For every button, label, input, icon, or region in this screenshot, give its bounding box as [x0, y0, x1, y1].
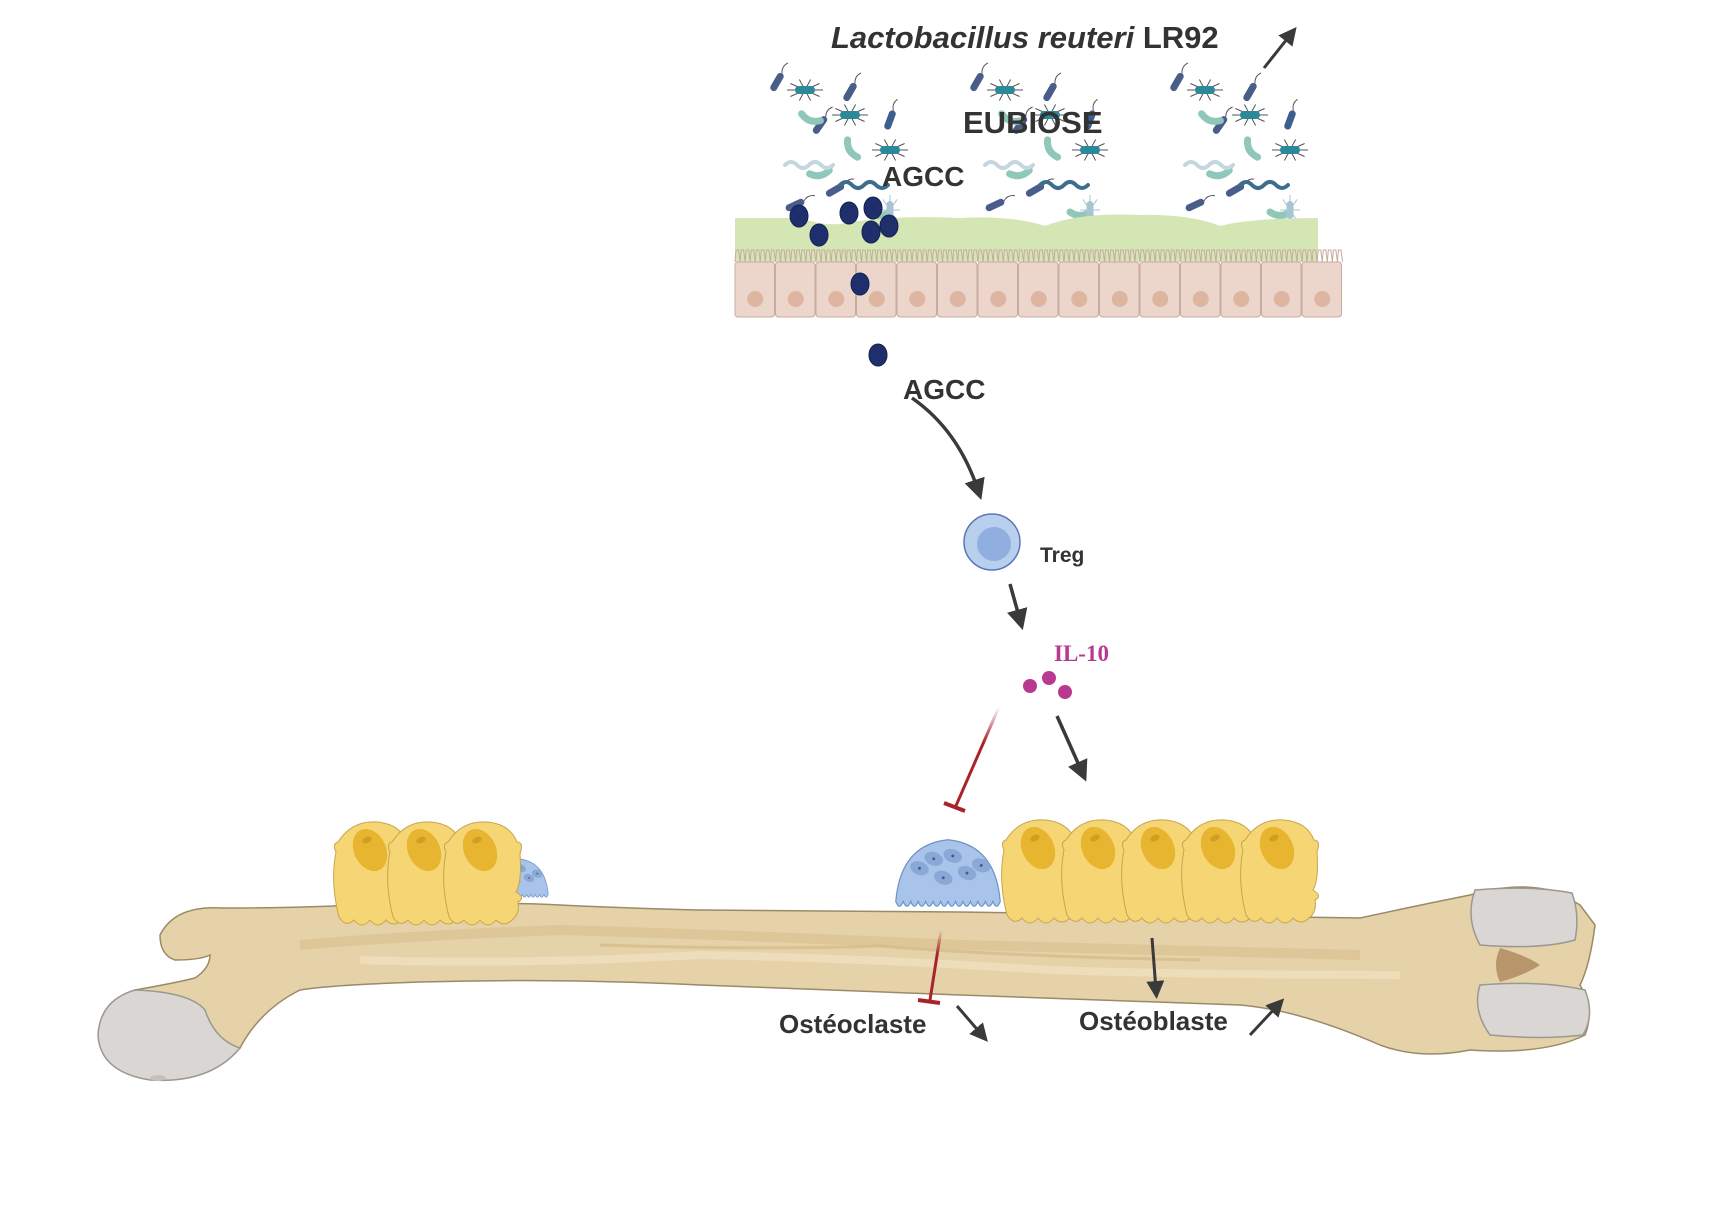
bacterium-spirillum-icon — [1183, 160, 1235, 170]
bacterium-rod-icon — [1284, 98, 1298, 130]
agcc-molecule — [789, 204, 809, 228]
arrow-osteoblast-increase — [1248, 998, 1285, 1037]
bacterium-curved-icon — [1244, 136, 1262, 161]
bacterium-spirillum-icon — [1038, 180, 1090, 190]
epithelial-cell — [1261, 249, 1303, 318]
bone-surface-cells — [333, 819, 1319, 926]
bacterium-flagellated-icon — [787, 79, 823, 101]
osteoblast-cell-icon — [1181, 819, 1260, 924]
arrow-osteoclast-decrease — [955, 1005, 988, 1042]
inhibition-osteoclast-marker — [917, 929, 943, 1005]
bacterium-rod-icon — [843, 72, 862, 102]
bacterium-rod-icon — [1084, 98, 1098, 130]
epithelial-cell — [1058, 249, 1100, 318]
bacterium-flagellated-icon — [987, 79, 1023, 101]
bacterium-flagellated-icon — [1187, 79, 1223, 101]
agcc-molecule-circulating — [868, 343, 888, 367]
arrow-il10-to-osteoblast — [1055, 715, 1088, 782]
bacterium-rod-icon — [785, 195, 816, 212]
osteoblast-cell-icon — [443, 821, 522, 926]
bacterium-flagellated-icon — [1072, 139, 1108, 161]
bacterium-curved-icon — [806, 166, 833, 180]
epithelial-cell — [977, 249, 1019, 318]
bacterium-spirillum-icon — [783, 160, 835, 170]
bacterium-rod-icon — [825, 178, 855, 197]
title-label: Lactobacillus reuteri LR92 — [831, 22, 1219, 53]
agcc-molecule — [879, 214, 899, 238]
treg-label: Treg — [1040, 544, 1085, 567]
osteoblast-cell-icon — [1240, 819, 1319, 924]
bacterium-spirillum-icon — [838, 180, 890, 190]
bacterium-rod-icon — [884, 98, 898, 130]
osteoclast-cell-icon — [895, 839, 1001, 907]
il10-label: IL-10 — [1054, 641, 1109, 666]
bacterium-flagellated-icon — [872, 139, 908, 161]
bacterium-curved-icon — [1198, 110, 1224, 125]
microbiota-cluster — [770, 62, 1308, 225]
bacterium-rod-icon — [985, 195, 1016, 212]
bacterium-rod-icon — [970, 62, 989, 92]
agcc-molecule — [839, 201, 859, 225]
intestinal-epithelium — [734, 249, 1343, 318]
osteoblast-label: Ostéoblaste — [1079, 1006, 1228, 1036]
bacterium-curved-icon — [998, 110, 1024, 125]
agcc-molecule — [861, 220, 881, 244]
bacterium-flagellated-icon — [1032, 104, 1068, 126]
femur-bone-icon — [97, 886, 1596, 1082]
bacterium-rod-icon — [770, 62, 789, 92]
arrow-agcc-to-treg — [911, 396, 985, 500]
osteoclast-label: Ostéoclaste — [779, 1009, 927, 1039]
bacterium-rod-icon — [1243, 72, 1262, 102]
agcc-molecule — [850, 272, 870, 296]
bacterium-curved-icon — [1206, 166, 1233, 180]
bacterium-curved-icon — [1044, 136, 1062, 161]
epithelial-cell — [1139, 249, 1181, 318]
bacterium-flagellated-icon — [832, 104, 868, 126]
bacterium-curved-icon — [1006, 166, 1033, 180]
epithelial-cell — [1099, 249, 1141, 318]
arrow-il10-to-osteoblast-bone — [1146, 937, 1165, 999]
agcc-molecules-gut — [789, 196, 899, 367]
eubiose-label: EUBIOSE — [963, 105, 1103, 140]
epithelial-cell — [734, 249, 776, 318]
treg-cell-icon — [963, 513, 1021, 571]
epithelial-cell — [1220, 249, 1262, 318]
osteoblast-cell-icon — [1061, 819, 1140, 924]
epithelial-cell — [775, 249, 817, 318]
arrow-treg-to-il10 — [1007, 583, 1028, 631]
title-strain: LR92 — [1142, 20, 1219, 55]
agcc-molecule — [809, 223, 829, 247]
il10-molecules — [1023, 671, 1072, 699]
bacterium-spirillum-icon — [1238, 180, 1290, 190]
bacterium-rod-icon — [1043, 72, 1062, 102]
bacterium-spirillum-icon — [983, 160, 1035, 170]
bacterium-rod-icon — [1025, 178, 1055, 197]
agcc-label-gut: AGCC — [882, 161, 965, 192]
agcc-molecule — [863, 196, 883, 220]
bacterium-curved-icon — [798, 110, 824, 125]
osteoblast-cell-icon — [1001, 819, 1080, 924]
arrow-title-increase — [1262, 26, 1297, 69]
bacterium-rod-icon — [1170, 62, 1189, 92]
osteoblast-cell-icon — [1121, 819, 1200, 924]
inhibition-il10-to-osteoclast — [943, 706, 1001, 813]
bacterium-curved-icon — [844, 136, 862, 161]
bacterium-flagellated-icon — [1232, 104, 1268, 126]
bacterium-pale-icon — [1280, 195, 1300, 225]
epithelial-cell — [937, 249, 979, 318]
epithelial-cell — [815, 249, 857, 318]
bacterium-rod-icon — [1185, 195, 1216, 212]
epithelial-cell — [1301, 249, 1343, 318]
bacterium-flagellated-icon — [1272, 139, 1308, 161]
epithelial-cell — [896, 249, 938, 318]
epithelial-cell — [1018, 249, 1060, 318]
epithelial-cell — [1180, 249, 1222, 318]
title-species: Lactobacillus reuteri — [831, 20, 1135, 55]
bacterium-rod-icon — [1225, 178, 1255, 197]
agcc-label-circulation: AGCC — [903, 374, 986, 405]
